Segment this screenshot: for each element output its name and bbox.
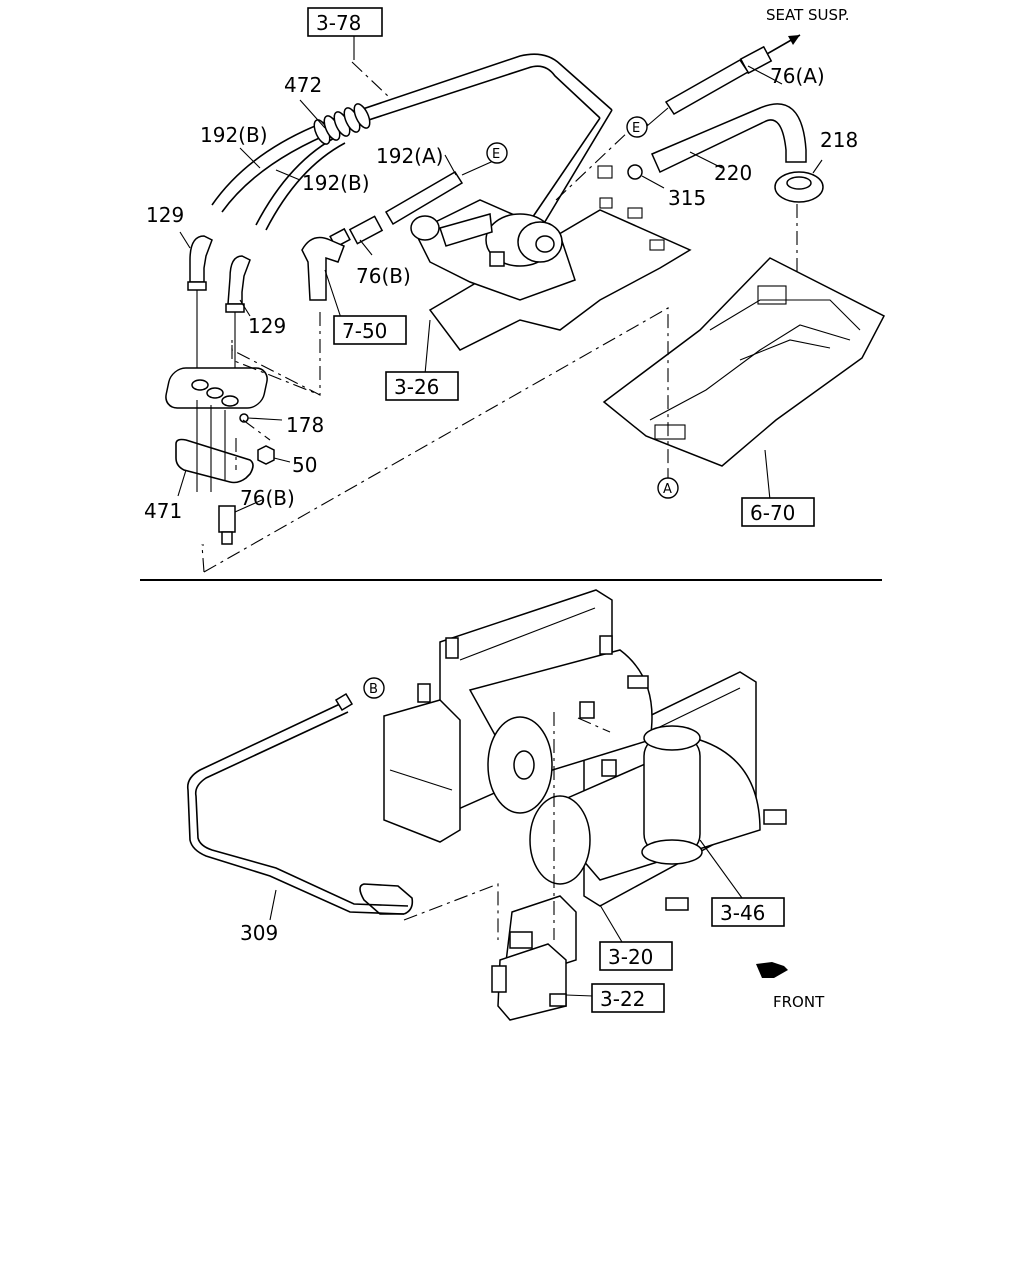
air-dryer [641, 725, 703, 865]
connector-b: B [363, 677, 385, 699]
lower-assembly [186, 589, 788, 1021]
svg-text:E: E [632, 121, 640, 136]
part-472: 472 [284, 73, 322, 97]
nut-50 [257, 445, 291, 465]
ref-box-3-78[interactable]: 3-78 [307, 7, 383, 37]
svg-text:A: A [663, 482, 672, 497]
pipe-bundle-472 [211, 53, 613, 231]
part-471: 471 [144, 499, 182, 523]
svg-text:3-20: 3-20 [608, 945, 653, 969]
elbow-129-left [187, 235, 213, 291]
part-218: 218 [820, 128, 858, 152]
elbow-129-right [225, 255, 251, 313]
reference-boxes: 3-78 7-50 3-26 6-70 3-46 3-20 3-22 [307, 7, 815, 1013]
part-178: 178 [286, 413, 324, 437]
frame-fittings [417, 635, 787, 911]
part-192b-1: 192(B) [200, 123, 268, 147]
upper-assembly [165, 34, 886, 573]
part-129-1: 129 [146, 203, 184, 227]
part-129-2: 129 [248, 314, 286, 338]
part-315: 315 [668, 186, 706, 210]
pipe-309 [186, 692, 414, 921]
gasket-471 [175, 438, 254, 484]
part-76b-2: 76(B) [240, 486, 295, 510]
bulkhead-plate [165, 367, 283, 423]
part-220: 220 [714, 161, 752, 185]
fitting-76b-upper [329, 215, 384, 249]
svg-text:7-50: 7-50 [342, 319, 387, 343]
svg-text:3-46: 3-46 [720, 901, 765, 925]
svg-text:3-78: 3-78 [316, 11, 361, 35]
connector-markers: E E A B [363, 116, 679, 699]
relay-valve-block [491, 895, 577, 1021]
connector-e-right: E [626, 116, 648, 138]
part-76b-1: 76(B) [356, 264, 411, 288]
ref-box-6-70[interactable]: 6-70 [741, 497, 815, 527]
ref-box-3-20[interactable]: 3-20 [599, 941, 673, 971]
connector-a: A [657, 477, 679, 499]
part-309: 309 [240, 921, 278, 945]
fitting-76b-lower [218, 499, 263, 545]
part-192a: 192(A) [376, 144, 443, 168]
part-50: 50 [292, 453, 317, 477]
valve-body [410, 213, 563, 267]
svg-text:3-22: 3-22 [600, 987, 645, 1011]
corrugated-band [313, 103, 371, 145]
hose-220 [651, 103, 807, 174]
part-76a: 76(A) [770, 64, 825, 88]
seat-susp-fitting [664, 34, 801, 115]
svg-text:3-26: 3-26 [394, 375, 439, 399]
connector-e-top: E [486, 142, 508, 164]
seat-susp-label: SEAT SUSP. [766, 6, 850, 24]
ref-box-7-50[interactable]: 7-50 [333, 315, 407, 345]
floor-panel [602, 257, 886, 467]
grommet-218 [774, 159, 824, 203]
svg-text:B: B [369, 682, 378, 697]
part-192b-2: 192(B) [302, 171, 370, 195]
clip-315 [627, 164, 665, 189]
left-block [383, 699, 461, 843]
ref-box-3-22[interactable]: 3-22 [591, 983, 665, 1013]
ref-box-3-46[interactable]: 3-46 [711, 897, 785, 927]
tube-192a [384, 170, 464, 226]
svg-text:E: E [492, 147, 500, 162]
labels: SEAT SUSP. FRONT 472 192(B) 192(B) 192(A… [144, 6, 858, 1011]
ref-box-3-26[interactable]: 3-26 [385, 371, 459, 401]
front-arrow-icon [756, 962, 788, 978]
front-label: FRONT [773, 993, 825, 1011]
svg-text:6-70: 6-70 [750, 501, 795, 525]
